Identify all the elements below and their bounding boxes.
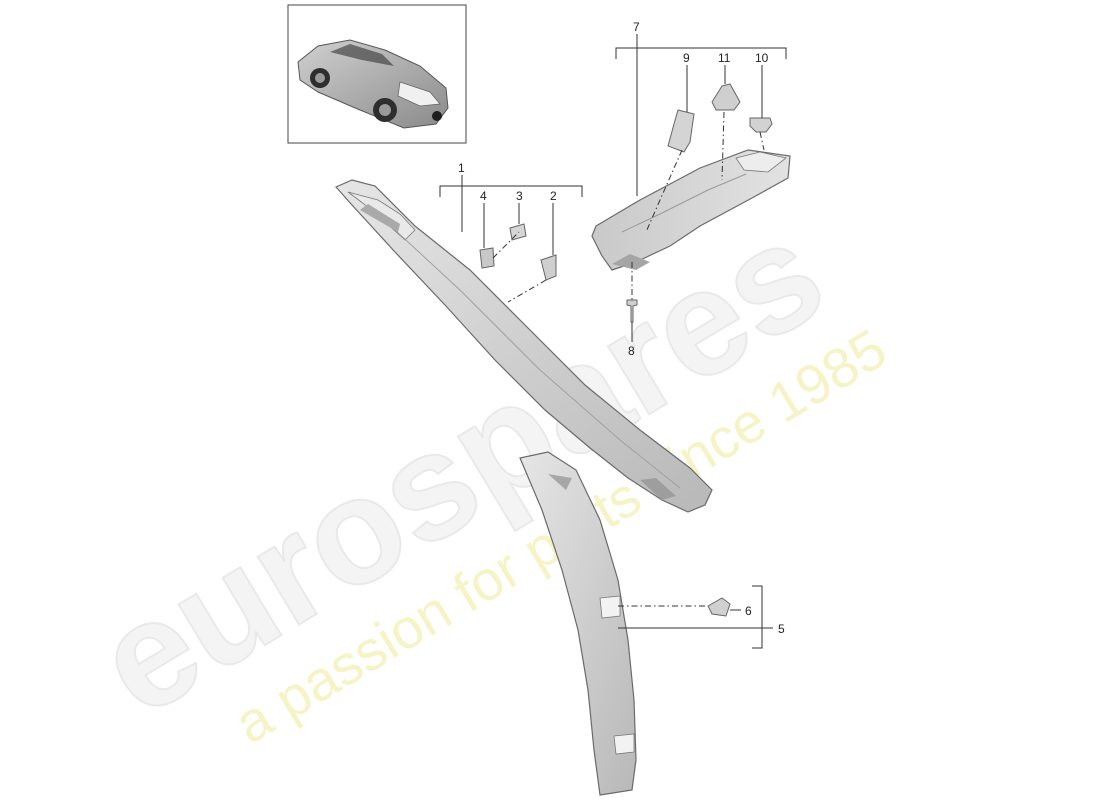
callout-8: 8 xyxy=(628,344,635,358)
screw-part-8 xyxy=(626,299,638,323)
clip-part-6 xyxy=(707,597,731,617)
callout-6: 6 xyxy=(745,604,752,618)
callouts: 1 2 3 4 5 6 7 8 9 10 11 xyxy=(458,20,785,636)
callout-11: 11 xyxy=(718,51,731,65)
vehicle-thumbnail xyxy=(287,4,467,144)
callout-2: 2 xyxy=(550,189,557,203)
clip-part-3 xyxy=(509,223,527,241)
clip-part-11 xyxy=(711,83,741,111)
clip-part-2 xyxy=(540,254,557,281)
part-lower-pillar-trim xyxy=(519,451,637,796)
leader-lines xyxy=(439,34,787,649)
part-a-pillar-trim xyxy=(335,179,713,513)
callout-3: 3 xyxy=(516,189,523,203)
part-roof-frame-trim xyxy=(591,149,791,271)
callout-5: 5 xyxy=(778,622,785,636)
clip-part-10 xyxy=(749,117,773,133)
callout-1: 1 xyxy=(458,161,465,175)
callout-7: 7 xyxy=(633,20,640,34)
convertible-car-icon xyxy=(297,39,449,129)
callout-9: 9 xyxy=(683,51,690,65)
clip-part-9 xyxy=(667,109,695,153)
callout-4: 4 xyxy=(480,189,487,203)
callout-10: 10 xyxy=(755,51,769,65)
clip-part-4 xyxy=(479,247,495,269)
watermark: eurospares a passion for parts since 198… xyxy=(69,186,897,755)
